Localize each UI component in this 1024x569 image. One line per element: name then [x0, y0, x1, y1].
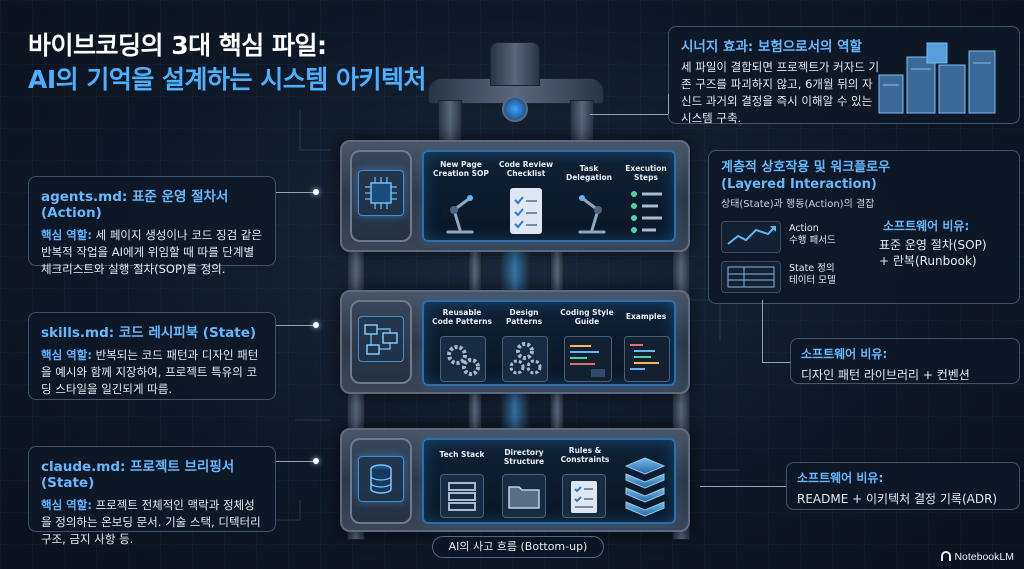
- building-blocks-icon: [878, 42, 996, 114]
- flow-direction-label: AI의 사고 흐름 (Bottom-up): [432, 536, 604, 558]
- callout-claude: claude.md: 프로젝트 브리핑서 (State) 핵심 역할: 프로젝트…: [28, 446, 276, 546]
- callout-claude-body: 프로젝트 전체적인 맥락과 정체성을 정의하는 온보딩 문서. 기술 스택, 디…: [41, 498, 261, 546]
- module-claude: Tech Stack Directory Structure Rules & C…: [340, 428, 690, 532]
- module-agents-label-1: New Page Creation SOP: [433, 160, 489, 178]
- code-window-icon: [624, 336, 670, 382]
- notebooklm-logo-icon: [941, 551, 952, 561]
- layered-item-state: State 정의 테이터 모델: [789, 263, 836, 286]
- data-table-icon: [721, 261, 781, 293]
- module-claude-label-1: Tech Stack: [439, 450, 485, 459]
- module-skills: Reusable Code Patterns Design Patterns C…: [340, 290, 690, 394]
- callout-skills: skills.md: 코드 레시피북 (State) 핵심 역할: 반복되는 코…: [28, 312, 276, 400]
- rules-icon: [562, 474, 606, 518]
- callout-agents-title: agents.md: 표준 운영 절차서 (Action): [41, 189, 229, 221]
- module-agents-label-2: Code Review Checklist: [498, 160, 554, 178]
- callout-analogy-claude: 소프트웨어 비유: README + 이키텍처 결정 기록(ADR): [786, 462, 1020, 510]
- analogy-claude-title: 소프트웨어 비유:: [797, 471, 884, 485]
- data-stream-2: [500, 390, 530, 432]
- callout-claude-text: 핵심 역할: 프로젝트 전체적인 맥락과 정체성을 정의하는 온보딩 문서. 기…: [41, 497, 263, 548]
- module-skills-label-2: Design Patterns: [505, 308, 543, 326]
- stack-icon: [440, 474, 484, 518]
- module-claude-label-2: Directory Structure: [503, 448, 545, 466]
- module-agents-left-panel: [350, 150, 412, 242]
- callout-agents-role-label: 핵심 역할:: [41, 228, 92, 242]
- trend-chart-icon: [721, 221, 781, 253]
- checklist-icon: [510, 188, 542, 234]
- module-agents-screen: New Page Creation SOP Code Review Checkl…: [422, 150, 676, 242]
- connector-analogy-skills-v: [762, 300, 763, 362]
- brand-watermark: NotebookLM: [941, 551, 1014, 563]
- callout-claude-title: claude.md: 프로젝트 브리핑서 (State): [41, 459, 235, 491]
- connector-analogy-claude: [700, 486, 786, 487]
- analogy-claude-body: README + 이키텍처 결정 기록(ADR): [797, 492, 998, 506]
- connector-analogy-skills: [762, 362, 790, 363]
- top-cap: [490, 42, 540, 86]
- code-window-icon: [564, 336, 612, 382]
- callout-skills-role-label: 핵심 역할:: [41, 348, 92, 362]
- robot-arm-icon: [446, 195, 474, 234]
- chip-icon: [358, 170, 404, 216]
- connector-dot-skills: [313, 322, 319, 328]
- module-skills-label-1: Reusable Code Patterns: [432, 308, 492, 326]
- layered-analogy-title: 소프트웨어 비유:: [883, 219, 970, 233]
- core-light-icon: [502, 96, 528, 122]
- module-agents-label-3: Task Delegation: [565, 164, 613, 182]
- connector-synergy-v: [668, 94, 669, 114]
- layered-caption: 상태(State)과 행동(Action)의 결잡: [721, 199, 875, 210]
- callout-synergy: 시너지 효과: 보험으로서의 역할 세 파일이 결합되면 프로젝트가 커자드 기…: [668, 26, 1020, 125]
- connector-agents: [276, 192, 316, 193]
- callout-skills-title: skills.md: 코드 레시피북 (State): [41, 325, 257, 341]
- connector-synergy: [590, 114, 668, 115]
- server-stack-icon: [620, 452, 670, 520]
- layered-analogy-body: 표준 운영 절차(SOP) + 란복(Runbook): [879, 238, 987, 268]
- gears-icon: [502, 336, 548, 382]
- module-agents: New Page Creation SOP Code Review Checkl…: [340, 140, 690, 252]
- brand-name: NotebookLM: [954, 551, 1014, 563]
- layered-title: 계층적 상호작용 및 워크플로우 (Layered Interaction): [721, 160, 891, 192]
- callout-skills-body: 반복되는 코드 패턴과 디자인 패턴을 예시와 함께 지장하여, 프로젝트 특유…: [41, 348, 259, 396]
- connector-pipe-2a: [468, 390, 482, 432]
- callout-claude-role-label: 핵심 역할:: [41, 498, 92, 512]
- page-subtitle: AI의 기억을 설계하는 시스템 아키텍처: [28, 65, 426, 94]
- callout-agents-text: 핵심 역할: 세 페이지 생성이나 코드 징검 같은 반복적 작업을 AI에게 …: [41, 227, 263, 278]
- module-skills-screen: Reusable Code Patterns Design Patterns C…: [422, 300, 676, 386]
- callout-analogy-skills: 소프트웨어 비유: 디자인 패턴 라이브러리 + 컨벤션: [790, 338, 1020, 384]
- callout-agents: agents.md: 표준 운영 절차서 (Action) 핵심 역할: 세 페…: [28, 176, 276, 276]
- module-skills-label-4: Examples: [625, 312, 667, 321]
- data-stream-1: [500, 250, 530, 294]
- connector-pipe-1b: [550, 250, 564, 294]
- module-claude-screen: Tech Stack Directory Structure Rules & C…: [422, 438, 676, 524]
- layered-item-action: Action 수행 패서드: [789, 223, 836, 246]
- connector-skills: [276, 325, 316, 326]
- page-title: 바이브코딩의 3대 핵심 파일:: [28, 31, 327, 60]
- synergy-title: 시너지 효과: 보험으로서의 역할: [681, 39, 862, 55]
- folder-icon: [502, 474, 546, 518]
- database-icon: [358, 456, 404, 502]
- module-agents-label-4: Execution Steps: [625, 164, 667, 182]
- analogy-skills-body: 디자인 패턴 라이브러리 + 컨벤션: [801, 368, 970, 382]
- connector-claude: [276, 461, 316, 462]
- gears-icon: [440, 336, 486, 382]
- callout-skills-text: 핵심 역할: 반복되는 코드 패턴과 디자인 패턴을 예시와 함께 지장하여, …: [41, 347, 263, 398]
- connector-pipe-2b: [550, 390, 564, 432]
- connector-dot-claude: [313, 458, 319, 464]
- flow-icon: [358, 316, 404, 362]
- module-claude-left-panel: [350, 438, 412, 524]
- module-skills-left-panel: [350, 300, 412, 384]
- robot-arm-icon: [578, 195, 606, 234]
- synergy-body: 세 파일이 결합되면 프로젝트가 커자드 기존 구즈를 파괴하지 않고, 6개월…: [681, 60, 880, 125]
- callout-agents-body: 세 페이지 생성이나 코드 징검 같은 반복적 작업을 AI에게 위임할 때 따…: [41, 228, 262, 276]
- module-skills-label-3: Coding Style Guide: [560, 308, 614, 326]
- module-claude-label-3: Rules & Constraints: [560, 446, 610, 464]
- callout-layered: 계층적 상호작용 및 워크플로우 (Layered Interaction) 상…: [708, 150, 1020, 304]
- analogy-skills-title: 소프트웨어 비유:: [801, 347, 888, 361]
- connector-pipe-1a: [468, 250, 482, 294]
- connector-dot-agents: [313, 189, 319, 195]
- steps-icon: [631, 191, 662, 233]
